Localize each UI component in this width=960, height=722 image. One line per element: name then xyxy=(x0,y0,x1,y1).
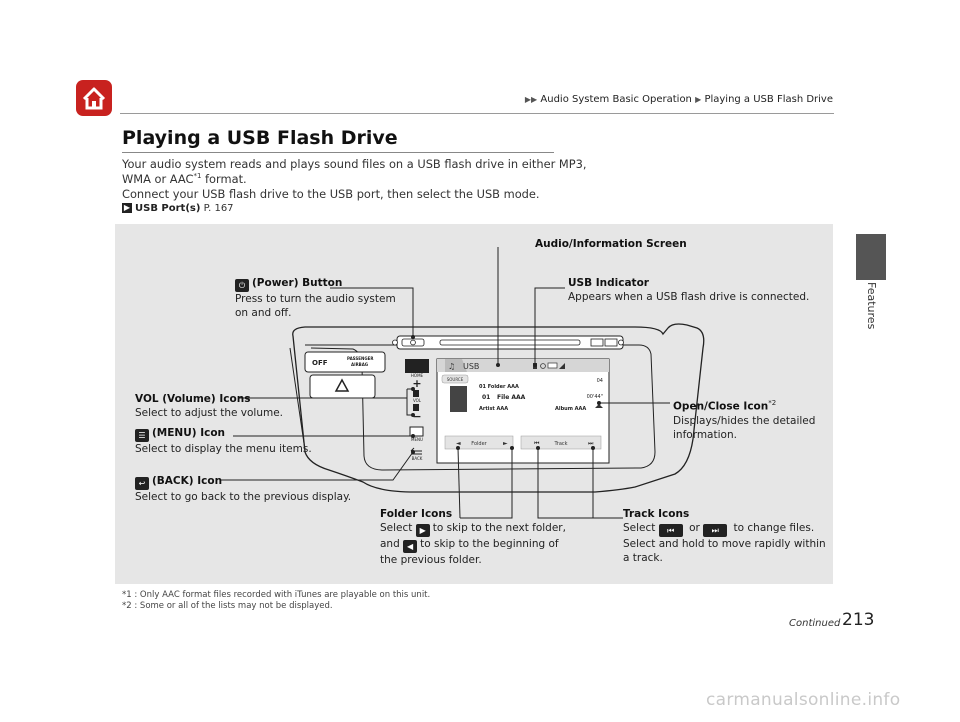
callout-dots xyxy=(411,335,601,454)
folder-prev-icon[interactable]: ◄ xyxy=(456,440,461,447)
home-button[interactable] xyxy=(76,80,112,116)
folder-next-icon: ▶ xyxy=(415,524,430,537)
breadcrumb-arrow-icon: ▶ xyxy=(695,95,702,104)
track-callout: Track Icons Select ⏮ or ⏭ to change file… xyxy=(623,508,826,564)
power-icon xyxy=(410,339,416,346)
cross-reference[interactable]: ▶USB Port(s) P. 167 xyxy=(122,203,234,214)
svg-text:Track: Track xyxy=(553,441,567,447)
track-next-icon[interactable]: ⏭ xyxy=(588,440,594,447)
folder-name: 01 Folder AAA xyxy=(479,384,519,390)
track-count: 04 xyxy=(597,378,603,384)
breadcrumb-link-audio[interactable]: Audio System Basic Operation xyxy=(540,94,692,105)
signal-icon xyxy=(559,363,565,369)
page-number: 213 xyxy=(842,610,875,630)
menu-label: MENU xyxy=(411,437,423,442)
menu-callout: ☰(MENU) Icon Select to display the menu … xyxy=(135,427,312,455)
album-name: Album AAA xyxy=(555,406,586,412)
power-icon: ⏻ xyxy=(235,279,249,292)
airbag-label: PASSENGER xyxy=(347,356,373,361)
track-prev-icon[interactable]: ⏮ xyxy=(534,440,540,447)
artist-name: Artist AAA xyxy=(479,406,508,412)
folder-controls xyxy=(444,435,514,450)
battery-icon xyxy=(547,362,558,369)
svg-text:Folder: Folder xyxy=(471,441,487,447)
airbag-off-text: OFF xyxy=(312,359,328,367)
footnote: *1 : Only AAC format files recorded with… xyxy=(122,590,431,600)
folder-callout: Folder Icons Select ▶to skip to the next… xyxy=(380,508,566,566)
watermark: carmanualsonline.info xyxy=(706,690,901,710)
intro-line: Connect your USB flash drive to the USB … xyxy=(122,187,540,201)
continued-label: Continued xyxy=(789,618,841,629)
chapter-tab[interactable] xyxy=(856,234,886,280)
hazard-button[interactable] xyxy=(309,374,376,399)
track-controls xyxy=(520,435,602,450)
file-name: File AAA xyxy=(497,394,526,401)
breadcrumb-arrow-icon: ▶▶ xyxy=(524,95,538,104)
volume-callout: VOL (Volume) Icons Select to adjust the … xyxy=(135,393,284,419)
disc-slot xyxy=(439,339,581,346)
usb-indicator-callout: USB Indicator Appears when a USB flash d… xyxy=(568,277,810,303)
menu-icon[interactable] xyxy=(409,426,424,437)
back-icon: ↩ xyxy=(135,477,149,490)
footnote: *2 : Some or all of the lists may not be… xyxy=(122,601,333,611)
hazard-icon xyxy=(334,378,350,392)
title-rule xyxy=(122,152,554,153)
passenger-airbag-indicator xyxy=(304,351,386,373)
side-controls: HOME + VOL − MENU BACK xyxy=(405,359,429,461)
audio-screen: ♫ USB SOURCE 01 Folder AAA 01 File AAA A… xyxy=(436,358,610,464)
folder-prev-icon: ◀ xyxy=(403,540,418,553)
back-label: BACK xyxy=(412,456,423,461)
music-note-icon: ♫ xyxy=(448,362,455,371)
breadcrumb: ▶▶ Audio System Basic Operation ▶ Playin… xyxy=(525,94,833,105)
eject-button[interactable] xyxy=(590,338,604,347)
svg-text:SOURCE: SOURCE xyxy=(447,377,464,382)
chapter-label: Features xyxy=(865,282,878,330)
back-callout: ↩(BACK) Icon Select to go back to the pr… xyxy=(135,475,352,503)
volume-bar-icon xyxy=(413,404,419,411)
home-icon xyxy=(82,87,106,110)
power-callout: ⏻(Power) Button Press to turn the audio … xyxy=(235,277,396,319)
skip-back-icon: ⏮ xyxy=(658,524,683,537)
volume-bar-icon xyxy=(413,390,419,397)
home-grid-icon[interactable] xyxy=(405,359,429,373)
source-button[interactable] xyxy=(441,374,469,384)
folder-next-icon[interactable]: ► xyxy=(503,440,508,447)
home-label: HOME xyxy=(411,373,424,378)
callout-lines xyxy=(220,247,670,519)
head-unit-illustration: OFF PASSENGER AIRBAG HOME + VOL − MENU B… xyxy=(220,247,705,519)
breadcrumb-current: Playing a USB Flash Drive xyxy=(704,94,833,105)
source-tab[interactable]: USB xyxy=(463,362,479,371)
intro-line: Your audio system reads and plays sound … xyxy=(122,157,587,171)
open-close-callout: Open/Close Icon*2 Displays/hides the det… xyxy=(673,399,816,441)
track-number: 01 xyxy=(482,394,490,401)
volume-down-icon[interactable]: − xyxy=(412,410,421,423)
screen-label: Audio/Information Screen xyxy=(535,238,687,250)
album-art xyxy=(450,386,467,412)
skip-forward-icon: ⏭ xyxy=(703,524,728,537)
menu-icon: ☰ xyxy=(135,429,149,442)
header-rule xyxy=(120,113,834,114)
reference-arrow-icon: ▶ xyxy=(122,203,132,213)
volume-up-icon[interactable]: + xyxy=(412,377,421,390)
volume-label: VOL xyxy=(413,398,422,403)
page-title: Playing a USB Flash Drive xyxy=(122,127,398,149)
open-close-icon[interactable] xyxy=(595,404,603,408)
airbag-label: AIRBAG xyxy=(351,362,368,367)
intro-line: WMA or AAC*1 format. xyxy=(122,172,247,186)
elapsed-time: 00'44" xyxy=(587,394,603,400)
